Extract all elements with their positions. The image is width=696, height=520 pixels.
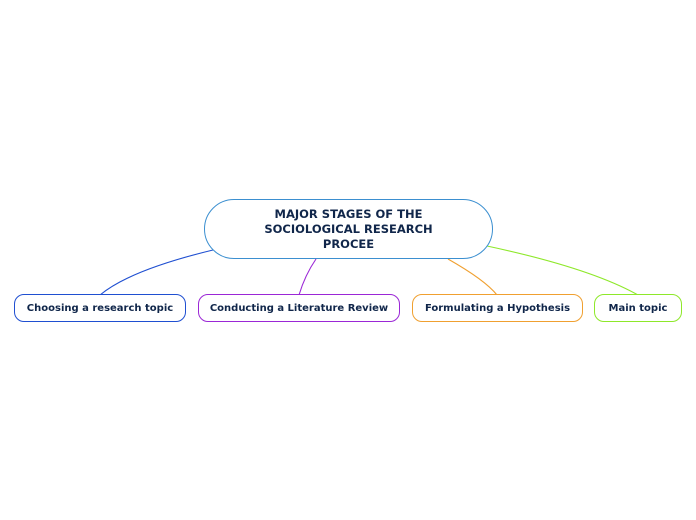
topic-literature-review[interactable]: Conducting a Literature Review [198, 294, 400, 322]
topic-label: Conducting a Literature Review [209, 302, 389, 314]
topic-label: Formulating a Hypothesis [424, 302, 571, 314]
connector-choosing-research-topic [99, 249, 214, 296]
topic-choosing-research-topic[interactable]: Choosing a research topic [14, 294, 186, 322]
topic-main-topic[interactable]: Main topic [594, 294, 682, 322]
connector-literature-review [298, 258, 317, 296]
connector-hypothesis [447, 258, 498, 296]
central-topic-label: MAJOR STAGES OF THE SOCIOLOGICAL RESEARC… [264, 206, 433, 251]
topic-label: Choosing a research topic [26, 302, 174, 314]
connector-main-topic [486, 245, 639, 296]
central-topic[interactable]: MAJOR STAGES OF THE SOCIOLOGICAL RESEARC… [204, 199, 493, 259]
topic-hypothesis[interactable]: Formulating a Hypothesis [412, 294, 583, 322]
topic-label: Main topic [608, 302, 668, 314]
